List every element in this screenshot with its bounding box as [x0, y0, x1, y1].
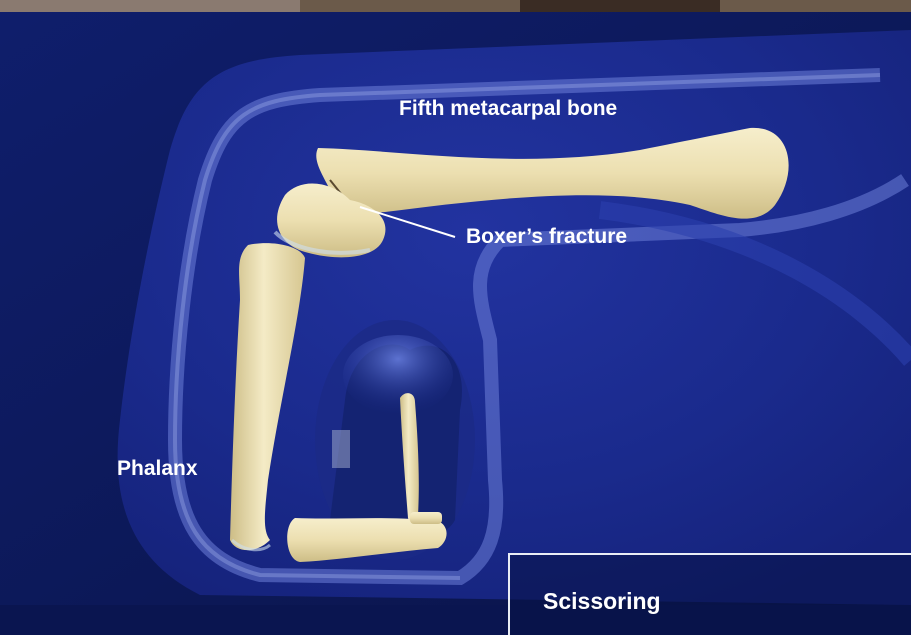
inset-title: Scissoring — [543, 588, 661, 615]
metacarpal-label: Fifth metacarpal bone — [399, 97, 617, 121]
hand-illustration — [0, 0, 911, 605]
fracture-label: Boxer’s fracture — [466, 225, 627, 249]
phalanx-label: Phalanx — [117, 457, 198, 481]
